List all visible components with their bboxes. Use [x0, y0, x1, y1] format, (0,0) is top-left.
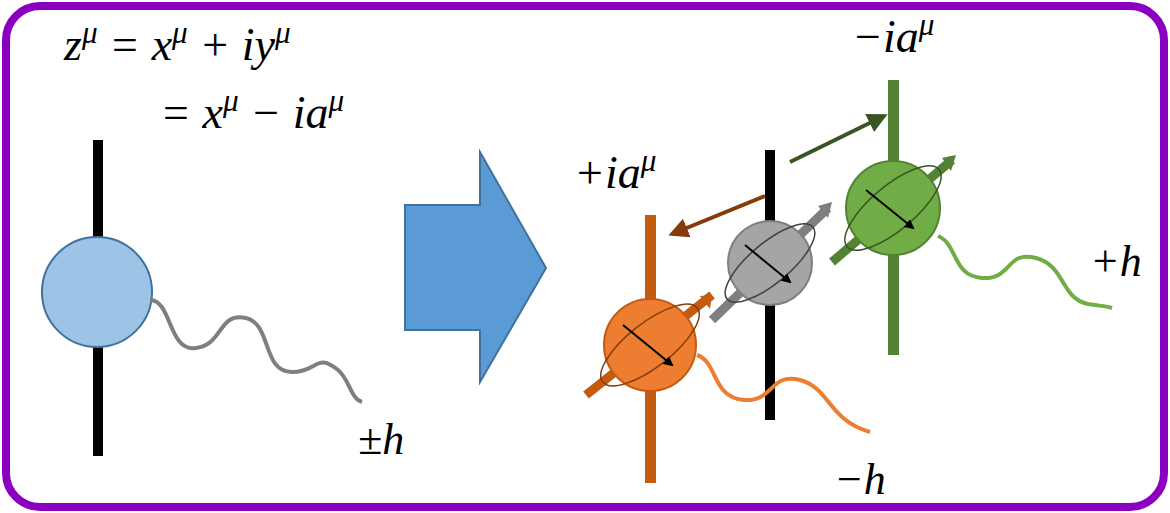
frame — [6, 6, 1164, 507]
spinning-particle — [712, 202, 832, 320]
particle — [42, 237, 152, 347]
equation: = xμ − iaμ — [160, 90, 344, 136]
equation: zμ = xμ + iyμ — [64, 22, 291, 68]
shift-label: +iaμ — [574, 150, 657, 196]
shift-arrow — [790, 116, 884, 162]
transform-arrow — [405, 152, 546, 382]
spinning-particle — [586, 291, 870, 432]
spinning-particle — [832, 153, 1112, 308]
helicity-label: +h — [1090, 240, 1142, 284]
helicity-label: −h — [834, 458, 886, 502]
graviton-wave — [150, 300, 362, 402]
helicity-label: ±h — [358, 418, 404, 462]
shift-label: −iaμ — [852, 14, 935, 60]
